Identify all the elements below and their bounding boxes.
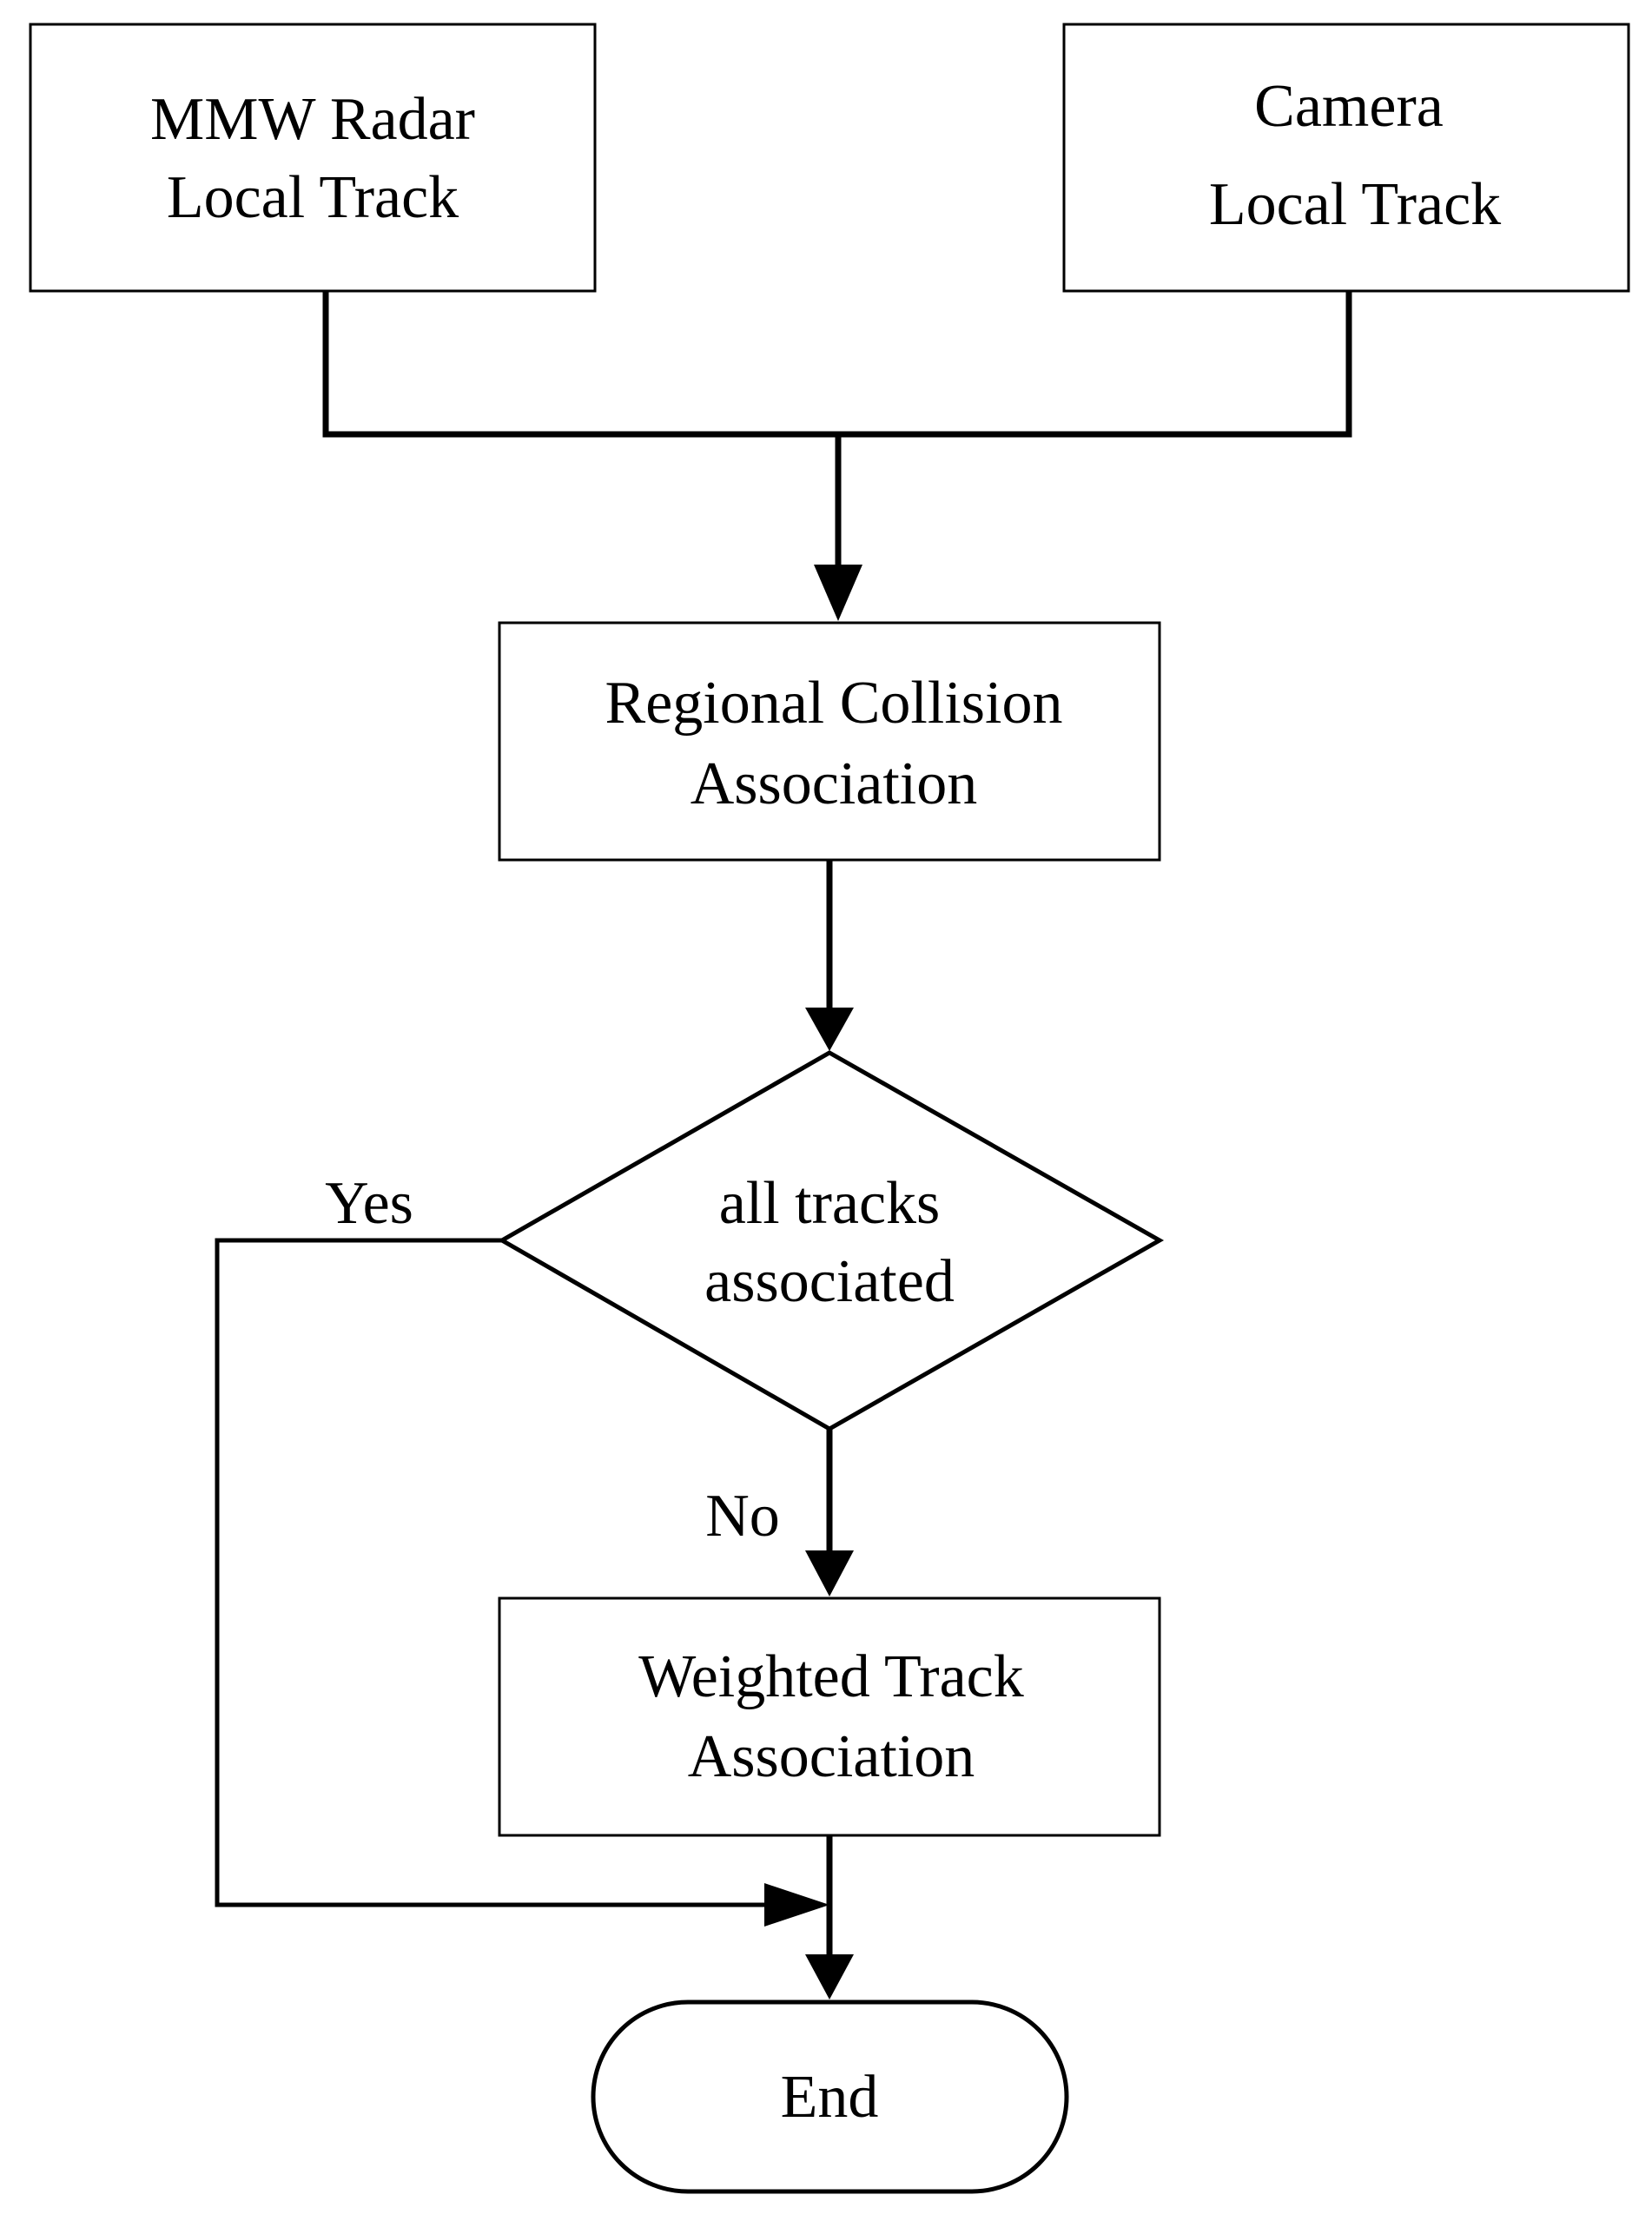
weighted-box — [498, 1596, 1161, 1837]
regional-collision-association-node: Regional Collision Association — [498, 621, 1161, 862]
camera-local-track-node: Camera Local Track — [1062, 23, 1630, 293]
decision-label-line1: all tracks — [719, 1170, 941, 1237]
arrowhead-to-end — [805, 1954, 854, 2000]
regional-box — [498, 621, 1161, 862]
radar-label-line1: MMW Radar — [150, 86, 475, 153]
no-label: No — [705, 1483, 780, 1550]
end-label: End — [781, 2064, 879, 2131]
connector-yes-path — [215, 1238, 773, 1907]
camera-label-line1: Camera — [1254, 73, 1444, 140]
weighted-label-line1: Weighted Track — [638, 1643, 1023, 1710]
radar-box — [29, 23, 597, 293]
radar-label-line2: Local Track — [167, 164, 459, 231]
arrowhead-to-weighted — [805, 1550, 854, 1596]
connector-radar-to-merge — [322, 287, 838, 438]
connector-camera-to-merge — [838, 287, 1352, 438]
decision-label-line2: associated — [704, 1248, 955, 1315]
radar-local-track-node: MMW Radar Local Track — [29, 23, 597, 293]
regional-label-line1: Regional Collision — [605, 670, 1063, 737]
weighted-label-line2: Association — [688, 1723, 975, 1790]
decision-diamond — [497, 1050, 1165, 1431]
end-terminal-node: End — [591, 2000, 1069, 2194]
camera-label-line2: Local Track — [1209, 171, 1501, 238]
end-terminal — [591, 2000, 1069, 2194]
all-tracks-associated-decision: all tracks associated — [497, 1050, 1165, 1431]
weighted-track-association-node: Weighted Track Association — [498, 1596, 1161, 1837]
regional-label-line2: Association — [691, 750, 978, 817]
camera-box — [1062, 23, 1630, 293]
arrowhead-to-decision — [805, 1008, 854, 1051]
arrowhead-yes-path — [764, 1883, 829, 1927]
arrowhead-to-regional — [814, 565, 862, 621]
yes-label: Yes — [325, 1170, 413, 1237]
